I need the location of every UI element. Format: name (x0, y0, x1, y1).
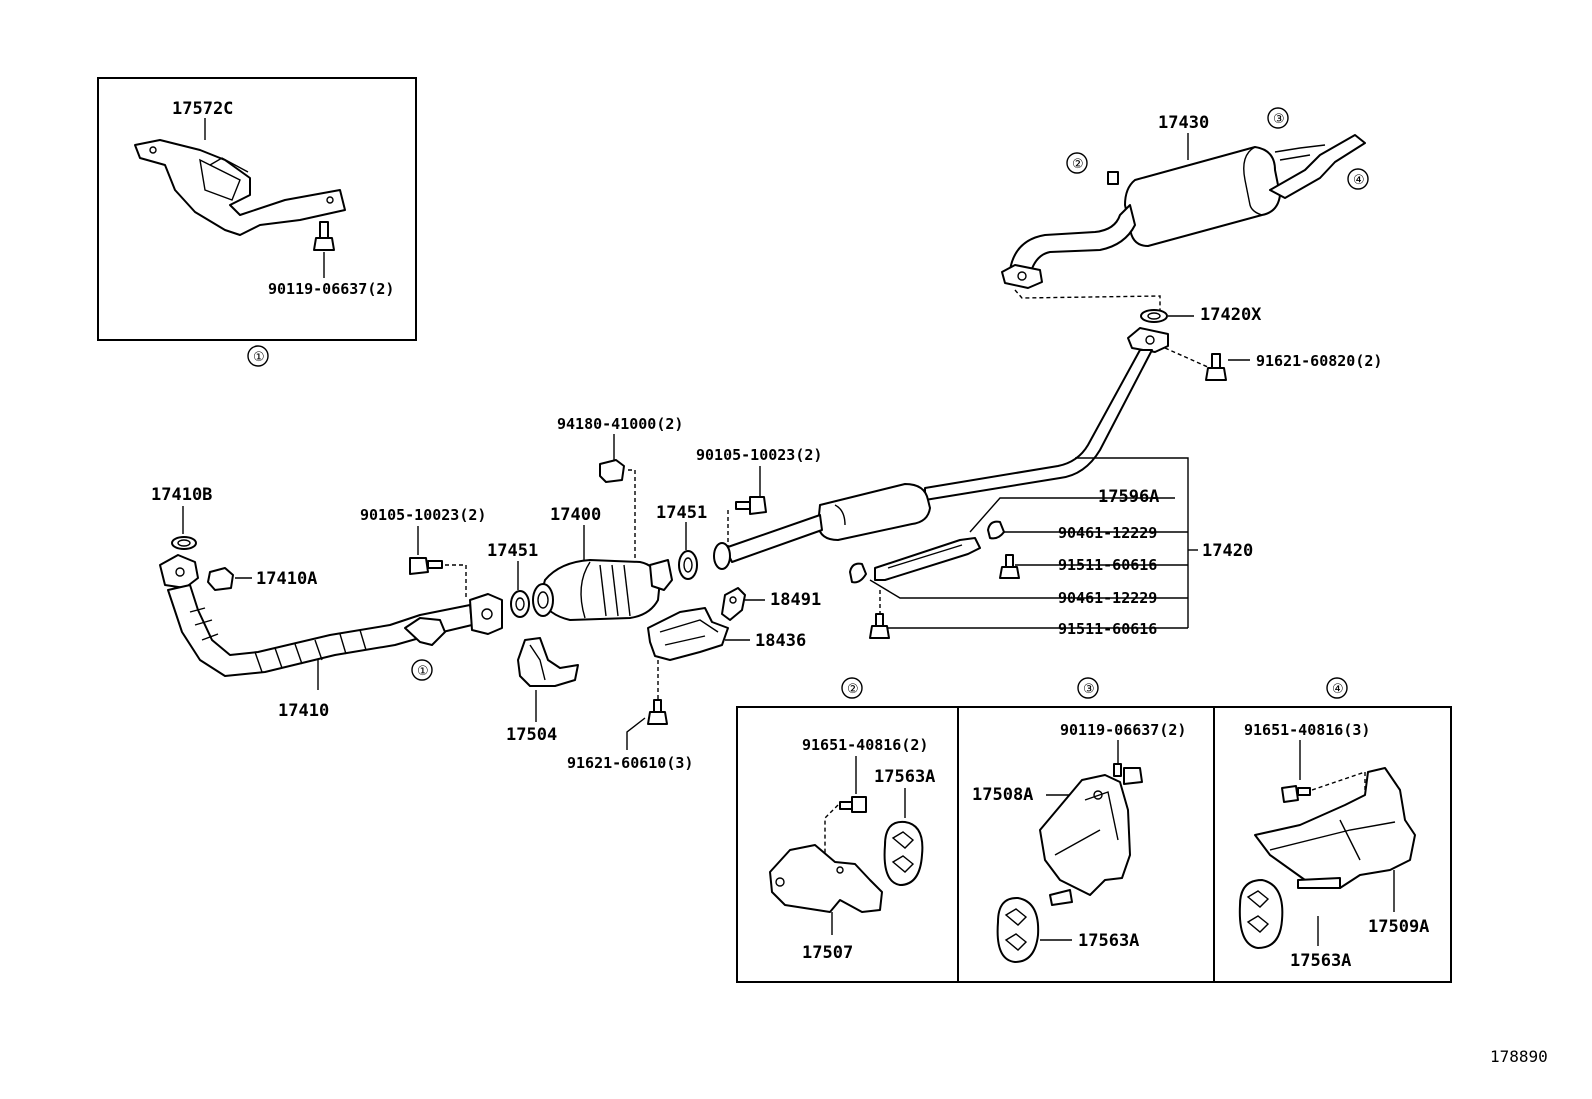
callout-circle-3 (1077, 677, 1099, 699)
gasket-17410b: 17410B (151, 485, 212, 550)
front-pipe-17410: 17410 (159, 554, 503, 721)
callout-circle-4-top (1347, 168, 1369, 190)
callout-1-label: ① (253, 350, 265, 365)
callout-4-label: ④ (1332, 682, 1344, 697)
muffler-17430: 17430 (1001, 113, 1366, 289)
gasket-17451-left: 17451 (487, 541, 538, 618)
label-gasket-rear: 17420X (1200, 305, 1262, 325)
label-bolt-rear: 91621-60820(2) (1256, 352, 1382, 370)
label-bolt-inset: 90119-06637(2) (268, 280, 394, 298)
label-gasket-right: 17451 (656, 503, 707, 523)
callout-circle-2 (841, 677, 863, 699)
label-d2-bolt: 91651-40816(2) (802, 736, 928, 754)
label-d2-bracket: 17507 (802, 943, 853, 963)
label-insulator: 17504 (506, 725, 557, 745)
detail-3: 90119-06637(2) 17508A 17563A (972, 721, 1186, 963)
figure-number: 178890 (1490, 1047, 1548, 1066)
label-d3-bolt: 90119-06637(2) (1060, 721, 1186, 739)
callout-3-top-label: ③ (1273, 112, 1285, 127)
detail-4: 91651-40816(3) 17509A 17563A (1238, 721, 1429, 971)
callout-circle-1 (247, 345, 269, 367)
label-bolt-lower: 91511-60616 (1058, 620, 1157, 638)
label-nut-converter: 94180-41000(2) (557, 415, 683, 433)
callout-circle-3-top (1267, 107, 1289, 129)
callout-3-label: ③ (1083, 682, 1095, 697)
label-nut-front: 17410A (256, 569, 317, 589)
bracket-17572c-drawing (134, 139, 346, 236)
bolt-rear: 91621-60820(2) (1164, 347, 1382, 381)
heat-insulator-18436: 18436 (647, 607, 806, 700)
label-gasket-front-flange: 17410B (151, 485, 212, 505)
callout-circle-4 (1326, 677, 1348, 699)
bolt-upper-icon (999, 554, 1020, 579)
bolt-front-right: 90105-10023(2) (696, 446, 822, 548)
label-d4-bracket: 17509A (1368, 917, 1429, 937)
callout-2-top-label: ② (1072, 157, 1084, 172)
label-d4-cushion: 17563A (1290, 951, 1351, 971)
label-muffler: 17430 (1158, 113, 1209, 133)
inset-frame (97, 77, 417, 341)
tail-pipe-17420 (713, 327, 1169, 581)
bracket-18491: 18491 (721, 587, 821, 621)
label-bolt-front-left: 90105-10023(2) (360, 506, 486, 524)
bolt-insulator: 91621-60610(3) (567, 699, 693, 772)
bolt-front-left: 90105-10023(2) (360, 506, 486, 600)
label-gasket-left: 17451 (487, 541, 538, 561)
detail-frame (736, 706, 1452, 983)
detail-2: 91651-40816(2) 17563A 17507 (769, 736, 935, 963)
label-tail-pipe-bracket: 17596A (1098, 487, 1159, 507)
label-clamp-lower: 90461-12229 (1058, 589, 1157, 607)
label-bolt-insulator: 91621-60610(3) (567, 754, 693, 772)
bolt-lower-icon (869, 590, 890, 639)
label-bracket-inset: 17572C (172, 99, 233, 119)
inset-detail-1: 17572C 90119-06637(2) (97, 77, 417, 341)
callout-2-label: ② (847, 682, 859, 697)
label-d3-bracket: 17508A (972, 785, 1033, 805)
label-d2-cushion: 17563A (874, 767, 935, 787)
catalytic-converter-17400: 17400 (532, 505, 673, 621)
label-d3-cushion: 17563A (1078, 931, 1139, 951)
label-front-pipe: 17410 (278, 701, 329, 721)
bolt-inset-icon (313, 221, 335, 251)
insulator-17504: 17504 (506, 637, 579, 745)
nut-converter: 94180-41000(2) (557, 415, 683, 565)
label-tail-pipe: 17420 (1202, 541, 1253, 561)
gasket-17420x: 17420X (1140, 305, 1262, 325)
clamp-lower-icon (849, 562, 867, 584)
callout-circle-1-pipe (411, 659, 433, 681)
label-d4-bolt: 91651-40816(3) (1244, 721, 1370, 739)
callout-circle-2-top (1066, 152, 1088, 174)
gasket-17451-right: 17451 (656, 503, 707, 580)
label-heat-insulator: 18436 (755, 631, 806, 651)
tail-pipe-label-bracket: 17596A 90461-12229 91511-60616 90461-122… (869, 457, 1253, 638)
clamp-upper-icon (987, 520, 1005, 540)
label-converter: 17400 (550, 505, 601, 525)
nut-17410a: 17410A (207, 567, 317, 591)
callout-4-top-label: ④ (1353, 173, 1365, 188)
label-bracket-small: 18491 (770, 590, 821, 610)
label-bolt-upper: 91511-60616 (1058, 556, 1157, 574)
callout-1-pipe-label: ① (417, 664, 429, 679)
label-bolt-front-right: 90105-10023(2) (696, 446, 822, 464)
label-clamp-upper: 90461-12229 (1058, 524, 1157, 542)
